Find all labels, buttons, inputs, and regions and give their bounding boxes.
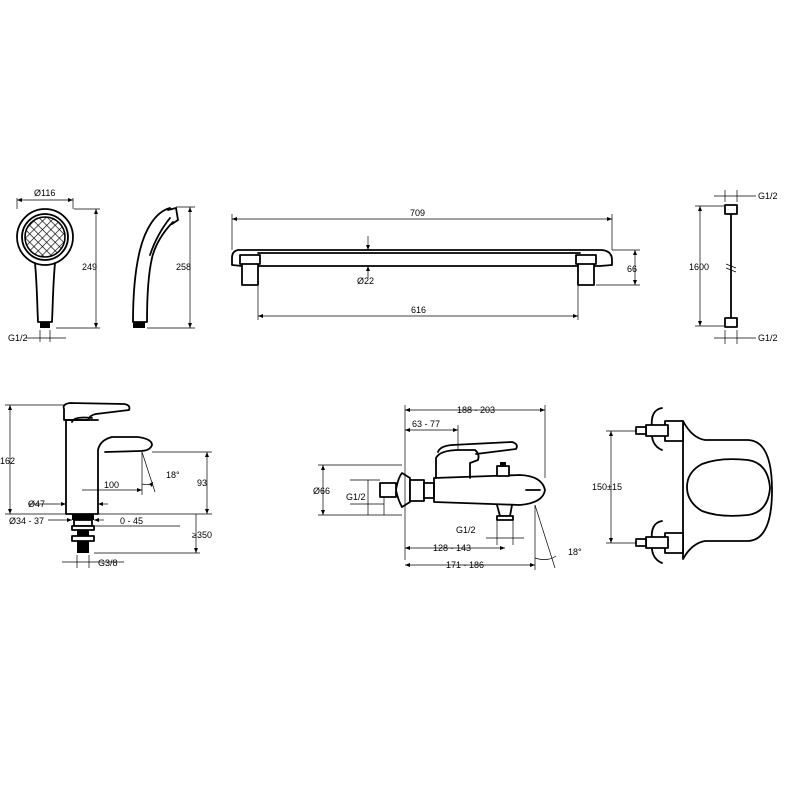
bath-mixer-centres-label: 150±15 [592, 482, 622, 492]
basin-mixer-connection-label: G3/8 [98, 558, 118, 568]
bath-mixer-front-dimensions: 150±15 [592, 430, 636, 544]
shower-rail-tube-diameter-label: Ø22 [357, 276, 374, 286]
shower-hose [724, 204, 738, 328]
hand-shower-dimensions: Ø116 249 G1/2 [8, 188, 100, 343]
shower-hose-dimensions: G1/2 1600 G1/2 [689, 190, 778, 344]
basin-mixer-deck-label: 0 - 45 [120, 516, 143, 526]
hand-shower-side-length-label: 258 [176, 262, 191, 272]
bath-mixer-reach-label: 171 - 186 [446, 560, 484, 570]
shower-rail [231, 249, 613, 286]
bath-mixer-spout-label: 128 - 143 [433, 543, 471, 553]
hand-shower-side-view [132, 207, 179, 328]
basin-mixer [62, 402, 153, 553]
shower-hose-thread-bottom-label: G1/2 [758, 333, 778, 343]
bath-mixer-outlet-label: G1/2 [456, 525, 476, 535]
basin-mixer-hole-label: Ø34 - 37 [9, 516, 44, 526]
bath-mixer-width-label: 188 - 203 [457, 405, 495, 415]
shower-hose-length-label: 1600 [689, 262, 709, 272]
basin-mixer-dimensions: 162 100 18° 93 Ø47 Ø34 - 37 0 - 45 ≥350 … [0, 404, 212, 568]
basin-mixer-reach-label: 100 [104, 480, 119, 490]
shower-rail-fixing-label: 616 [411, 305, 426, 315]
basin-mixer-angle-label: 18° [166, 470, 180, 480]
shower-rail-depth-label: 66 [627, 264, 637, 274]
bath-mixer-handle-label: 63 - 77 [412, 419, 440, 429]
bath-mixer-rosette-label: Ø66 [313, 486, 330, 496]
bath-mixer-side-view [379, 441, 546, 521]
shower-rail-dimensions: 709 Ø22 616 66 [231, 208, 640, 320]
hand-shower-diameter-label: Ø116 [34, 188, 55, 198]
hand-shower-front-view [16, 208, 74, 328]
bath-mixer-inlet-label: G1/2 [346, 492, 366, 502]
basin-mixer-height-label: 162 [0, 456, 15, 466]
hand-shower-side-dimensions: 258 [147, 206, 195, 329]
hand-shower-length-label: 249 [82, 262, 97, 272]
basin-mixer-base-label: Ø47 [28, 499, 45, 509]
hand-shower-thread-label: G1/2 [8, 333, 28, 343]
basin-mixer-hose-label: ≥350 [192, 530, 212, 540]
bath-mixer-dimensions: 188 - 203 63 - 77 Ø66 G1/2 G1/2 128 - 14… [313, 405, 582, 570]
bath-mixer-angle-label: 18° [568, 547, 582, 557]
bath-mixer-front-view [635, 407, 773, 564]
basin-mixer-spout-height-label: 93 [197, 478, 207, 488]
shower-hose-thread-top-label: G1/2 [758, 191, 778, 201]
shower-rail-length-label: 709 [410, 208, 425, 218]
